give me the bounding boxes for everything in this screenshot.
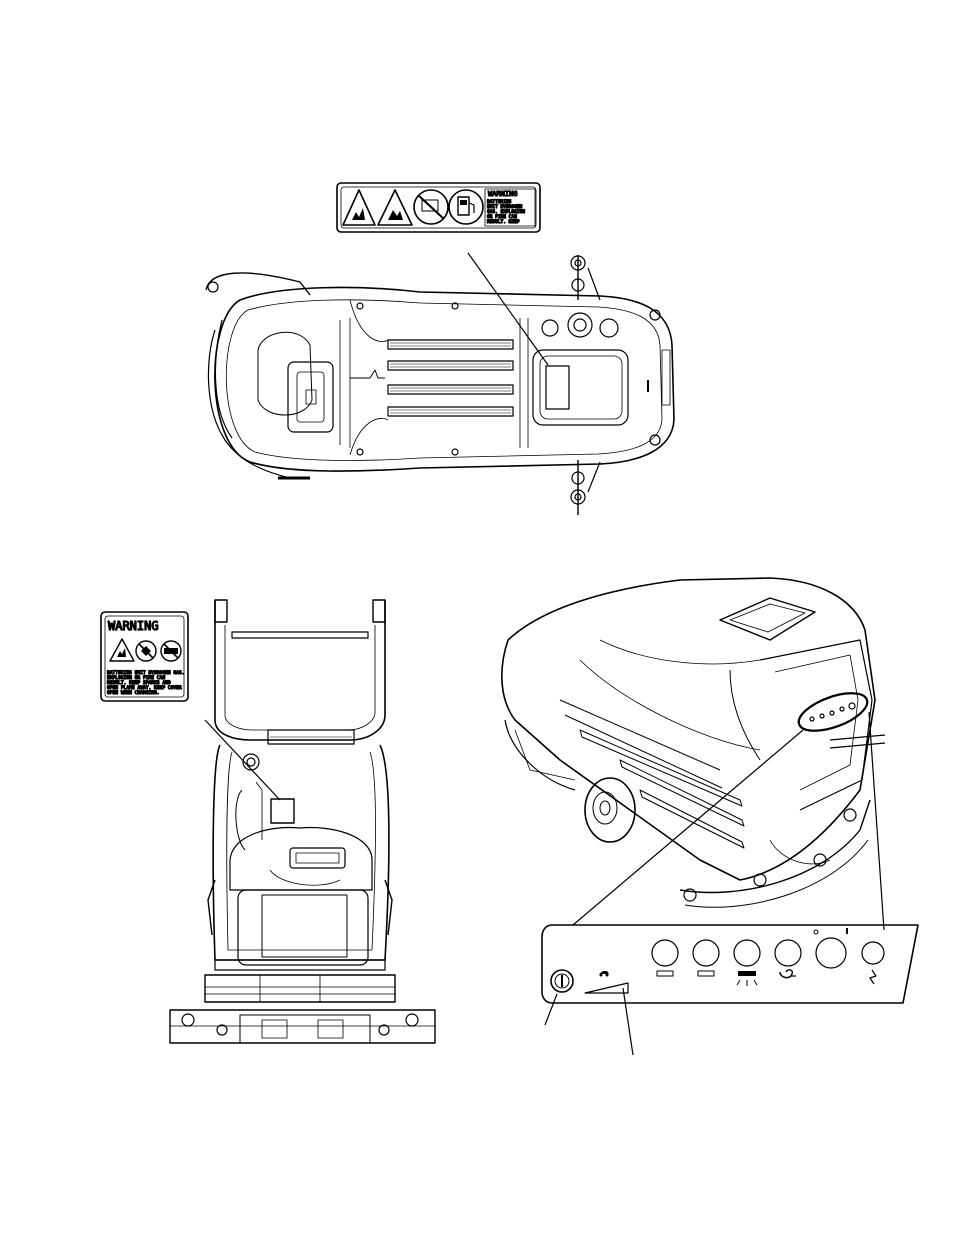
machine-top-view [205, 255, 675, 515]
no-sparks-icon [413, 189, 449, 225]
brush-icon [733, 939, 761, 986]
explosion-warning-icon [109, 638, 135, 662]
leader-line-key [544, 993, 558, 1026]
key-switch-icon [550, 969, 574, 993]
horn-icon [861, 941, 885, 985]
left-warning-decal: WARNING BATTERIES EMIT HYDROGEN GAS. EXP… [100, 611, 189, 702]
leader-line-speed [622, 987, 634, 1056]
control-panel-detail [541, 924, 919, 1004]
top-decal-location [545, 365, 570, 410]
speed-indicator-icon [584, 971, 629, 994]
left-decal-heading: WARNING [108, 619, 159, 633]
squeegee-bracket-top [570, 255, 601, 301]
left-decal-line: OPEN WHEN CHARGING. [107, 690, 160, 696]
battery-vent-strips [387, 339, 514, 417]
leader-line-top [467, 252, 549, 366]
side-grooves [579, 729, 745, 849]
left-decal-location [270, 798, 295, 824]
top-decal-line: BATTERIES [487, 199, 512, 205]
top-decal-line: RESULT. KEEP [487, 219, 520, 225]
panel-button-1 [651, 939, 679, 977]
no-flame-icon [160, 640, 182, 662]
left-decal-line: BATTERIES EMIT HYDROGEN GAS. [107, 670, 184, 676]
top-decal-line: GAS. EXPLOSION [487, 209, 525, 215]
leader-line-left [204, 719, 281, 801]
control-panel-callout-oval [797, 692, 869, 732]
fuel-pump-icon [448, 189, 484, 225]
machine-rear-view [169, 599, 436, 1044]
machine-isometric-view [501, 577, 886, 908]
no-sparks-icon [135, 640, 157, 662]
main-power-button [813, 928, 848, 969]
top-decal-heading: WARNING [488, 190, 518, 198]
left-decal-line: RESULT. KEEP SPARKS AND [107, 680, 171, 686]
rear-wheel [584, 777, 636, 843]
vacuum-icon [774, 939, 802, 979]
left-decal-line: OPEN FLAME AWAY. KEEP COVER [107, 685, 182, 691]
leader-line-panel-right [868, 711, 885, 931]
squeegee-bracket-bottom [570, 460, 601, 515]
top-decal-line: OR FIRE CAN [487, 214, 517, 220]
top-warning-decal: WARNING BATTERIES EMIT HYDROGEN GAS. EXP… [336, 182, 541, 233]
explosion-warning-icon [342, 189, 376, 226]
leader-line-panel-left [572, 729, 804, 926]
flame-warning-icon [377, 189, 413, 226]
top-decal-line: EMIT HYDROGEN [487, 204, 523, 210]
panel-button-2 [692, 939, 720, 977]
left-decal-line: EXPLOSION OR FIRE CAN [107, 675, 165, 681]
